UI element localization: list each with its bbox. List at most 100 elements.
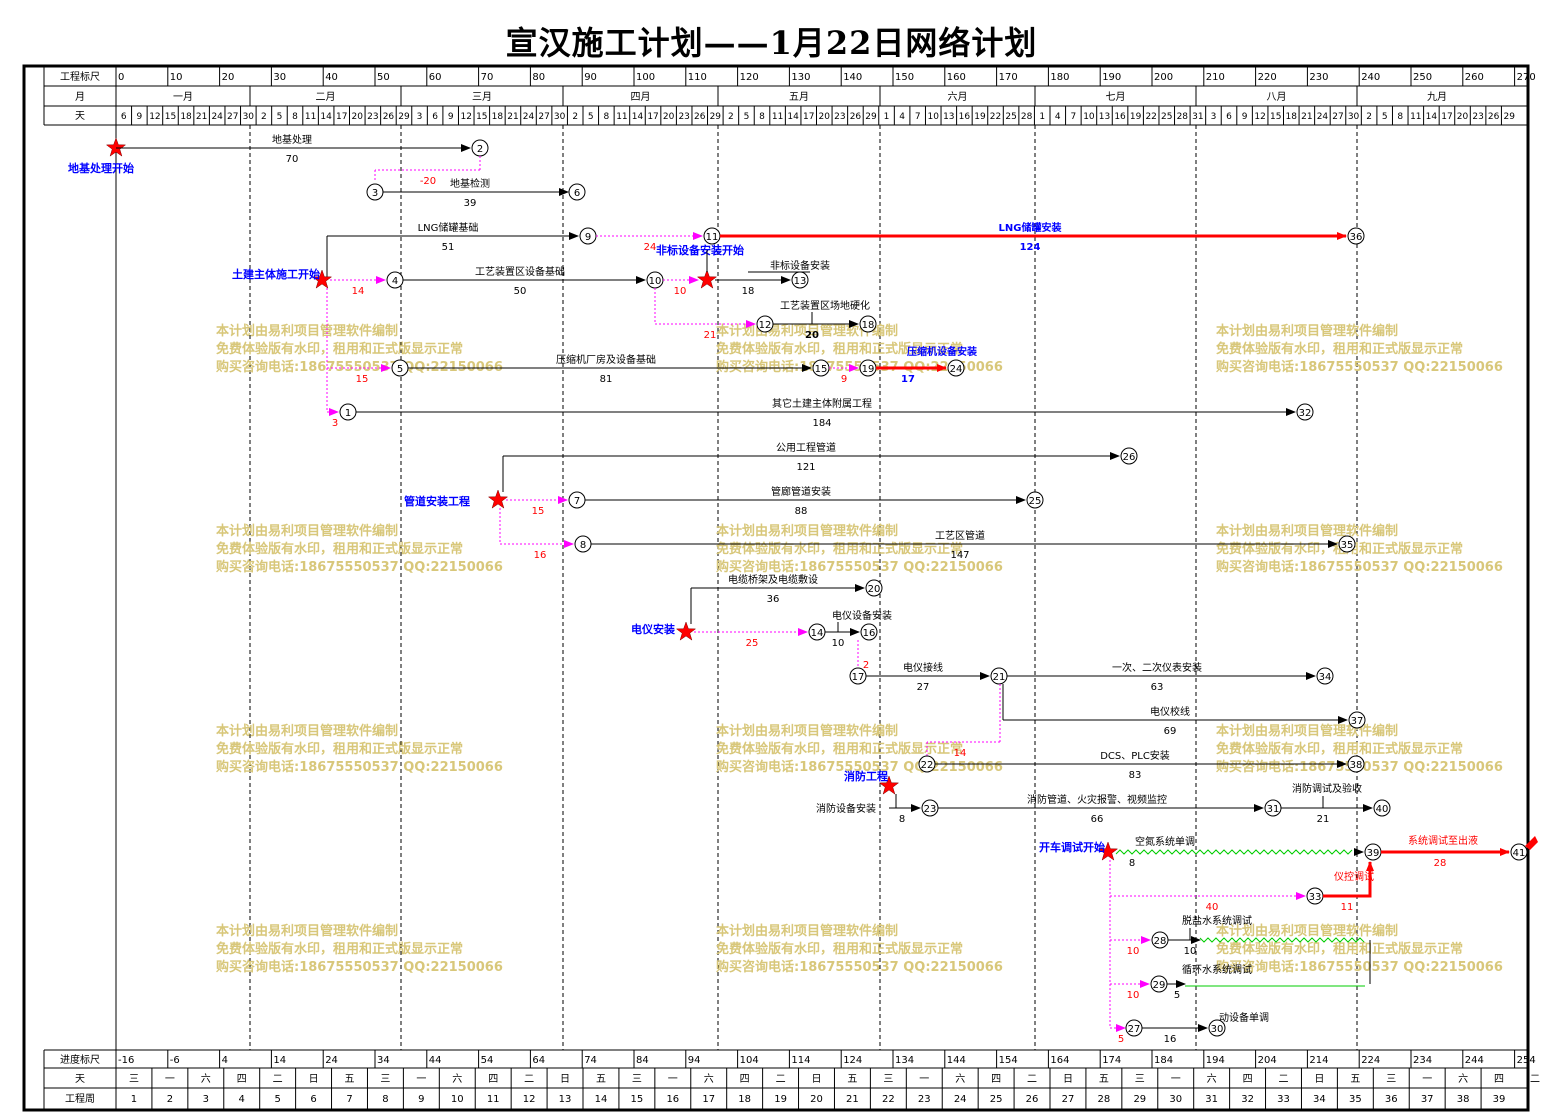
progress-tick-label: 74 bbox=[584, 1055, 597, 1066]
day-cell: 13 bbox=[1099, 112, 1110, 122]
free-float-wave bbox=[1115, 849, 1353, 855]
day-cell: 1 bbox=[1039, 112, 1045, 122]
day-cell: 5 bbox=[588, 112, 594, 122]
month-cell: 九月 bbox=[1427, 91, 1447, 103]
event-node-number: 15 bbox=[815, 364, 828, 375]
watermark-text: 购买咨询电话:18675550537 QQ:22150066 bbox=[216, 359, 503, 375]
scale-tick-label: 270 bbox=[1517, 72, 1536, 83]
activity-duration: 18 bbox=[742, 286, 755, 297]
watermark-text: 本计划由易利项目管理软件编制 bbox=[1216, 323, 1398, 339]
activity-duration: 10 bbox=[832, 638, 845, 649]
activity-duration: 5 bbox=[1174, 990, 1180, 1001]
day-cell: 23 bbox=[834, 112, 845, 122]
activity-duration: 147 bbox=[950, 550, 969, 561]
weekday-cell: 一 bbox=[1171, 1074, 1181, 1085]
watermark-text: 本计划由易利项目管理软件编制 bbox=[216, 723, 398, 739]
watermark-text: 本计划由易利项目管理软件编制 bbox=[1216, 923, 1398, 939]
weekday-cell: 日 bbox=[812, 1074, 822, 1085]
event-node-number: 12 bbox=[759, 320, 772, 331]
month-row-label: 月 bbox=[75, 91, 85, 103]
event-node-number: 30 bbox=[1211, 1024, 1224, 1035]
watermark-text: 购买咨询电话:18675550537 QQ:22150066 bbox=[1216, 359, 1503, 375]
milestone-star bbox=[487, 489, 509, 509]
progress-row-label: 进度标尺 bbox=[60, 1053, 100, 1066]
week-cell: 10 bbox=[451, 1094, 464, 1105]
weekday-row-label: 天 bbox=[75, 1074, 85, 1085]
day-cell: 15 bbox=[476, 112, 487, 122]
event-node bbox=[1316, 667, 1334, 685]
day-cell: 20 bbox=[819, 112, 831, 122]
lag-value: 21 bbox=[704, 330, 717, 341]
week-cell: 37 bbox=[1421, 1094, 1434, 1105]
week-cell: 8 bbox=[382, 1094, 388, 1105]
event-node-number: 1 bbox=[345, 408, 351, 419]
milestone-star bbox=[675, 621, 697, 641]
activity-name: 电缆桥架及电缆敷设 bbox=[728, 573, 818, 586]
watermark-text: 免费体验版有水印，租用和正式版显示正常 bbox=[216, 541, 463, 557]
progress-tick-label: 164 bbox=[1050, 1055, 1069, 1066]
day-cell: 31 bbox=[1192, 112, 1203, 122]
scale-tick-label: 120 bbox=[740, 72, 759, 83]
week-cell: 31 bbox=[1205, 1094, 1218, 1105]
finish-flag bbox=[1525, 836, 1538, 850]
week-cell: 16 bbox=[666, 1094, 679, 1105]
event-node bbox=[1510, 843, 1528, 861]
scale-tick-label: 60 bbox=[429, 72, 442, 83]
week-cell: 36 bbox=[1385, 1094, 1398, 1105]
event-node-number: 40 bbox=[1376, 804, 1389, 815]
weekday-cell: 三 bbox=[129, 1074, 139, 1085]
event-node-number: 17 bbox=[852, 672, 865, 683]
event-node bbox=[1338, 535, 1356, 553]
milestone-label: 土建主体施工开始 bbox=[232, 267, 320, 281]
activity-duration: 21 bbox=[1317, 814, 1330, 825]
weekday-cell: 六 bbox=[201, 1073, 211, 1085]
weekday-cell: 一 bbox=[919, 1074, 929, 1085]
weekday-cell: 五 bbox=[1099, 1074, 1109, 1085]
progress-tick-label: 14 bbox=[273, 1055, 286, 1066]
activity-duration: 184 bbox=[812, 418, 831, 429]
event-node-number: 7 bbox=[574, 496, 580, 507]
watermark-text: 本计划由易利项目管理软件编制 bbox=[716, 523, 898, 539]
day-cell: 20 bbox=[352, 112, 364, 122]
day-cell: 6 bbox=[1226, 112, 1232, 122]
activity-name: 消防管道、火灾报警、视频监控 bbox=[1027, 793, 1167, 806]
weekday-cell: 二 bbox=[776, 1074, 786, 1085]
day-row-label: 天 bbox=[75, 111, 85, 122]
day-cell: 11 bbox=[616, 112, 627, 122]
day-cell: 2 bbox=[261, 112, 267, 122]
watermark-text: 购买咨询电话:18675550537 QQ:22150066 bbox=[1216, 559, 1503, 575]
activity-name: 工艺装置区场地硬化 bbox=[780, 299, 870, 312]
watermark-text: 购买咨询电话:18675550537 QQ:22150066 bbox=[1216, 959, 1503, 975]
week-cell: 14 bbox=[595, 1094, 608, 1105]
week-cell: 6 bbox=[310, 1094, 316, 1105]
weekday-cell: 四 bbox=[1494, 1074, 1504, 1085]
day-cell: 17 bbox=[336, 112, 347, 122]
activity-name: 压缩机厂房及设备基础 bbox=[556, 353, 656, 366]
progress-tick-label: 224 bbox=[1361, 1055, 1380, 1066]
day-cell: 7 bbox=[915, 112, 921, 122]
day-cell: 24 bbox=[523, 112, 535, 122]
scale-tick-label: 10 bbox=[170, 72, 183, 83]
progress-tick-label: 104 bbox=[740, 1055, 759, 1066]
week-cell: 26 bbox=[1026, 1094, 1039, 1105]
day-cell: 8 bbox=[1397, 112, 1403, 122]
scale-tick-label: 260 bbox=[1465, 72, 1484, 83]
day-cell: 21 bbox=[1301, 112, 1312, 122]
day-cell: 14 bbox=[787, 112, 799, 122]
day-cell: 29 bbox=[1503, 112, 1515, 122]
week-cell: 28 bbox=[1098, 1094, 1111, 1105]
activity-name: 压缩机设备安装 bbox=[907, 345, 977, 358]
critical-link bbox=[1323, 861, 1374, 898]
event-node bbox=[1026, 491, 1044, 509]
event-node-number: 32 bbox=[1299, 408, 1312, 419]
weekday-cell: 四 bbox=[740, 1074, 750, 1085]
day-cell: 15 bbox=[1270, 112, 1281, 122]
day-cell: 14 bbox=[1426, 112, 1438, 122]
lag-value: 5 bbox=[1118, 1034, 1124, 1045]
lag-value: 14 bbox=[352, 286, 365, 297]
watermark-text: 本计划由易利项目管理软件编制 bbox=[216, 923, 398, 939]
event-node bbox=[860, 623, 878, 641]
month-cell: 一月 bbox=[173, 91, 193, 103]
lag-value: 15 bbox=[356, 374, 369, 385]
day-cell: 2 bbox=[1366, 112, 1372, 122]
